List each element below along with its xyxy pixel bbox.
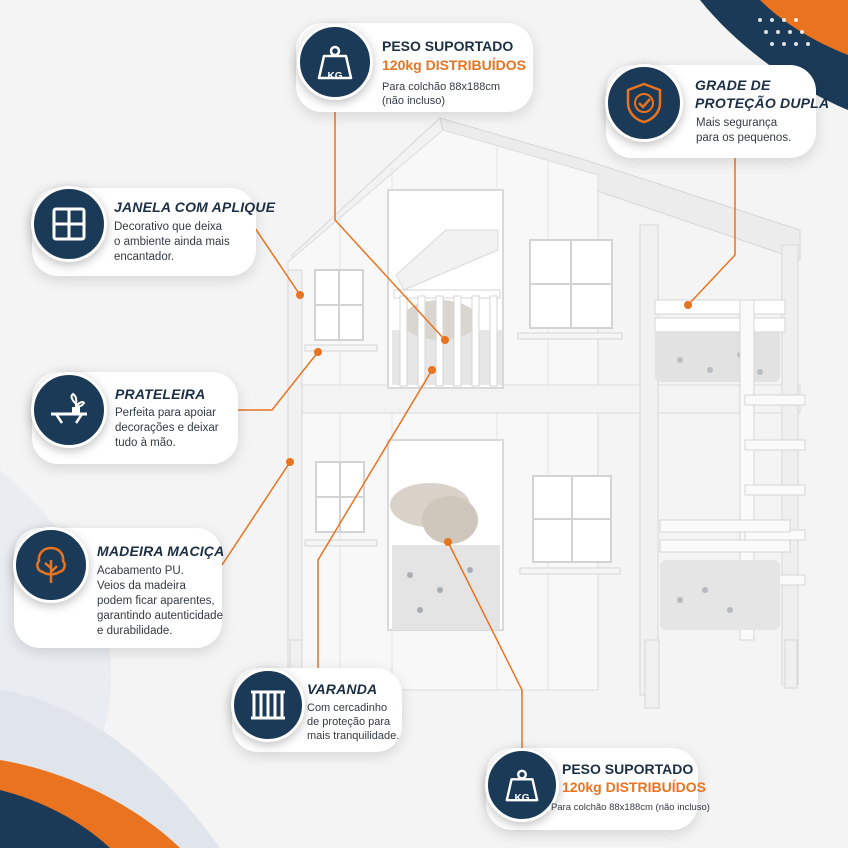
varanda-title: VARANDA: [307, 681, 378, 697]
weight-kg-label-bottom: KG: [514, 793, 530, 804]
shield-check-icon: [605, 64, 683, 142]
madeira-desc-1: Acabamento PU.: [97, 565, 184, 577]
madeira-desc-2: Veios da madeira: [97, 580, 186, 592]
prateleira-desc-1: Perfeita para apoiar: [115, 407, 217, 419]
peso-bottom-title: PESO SUPORTADO: [562, 761, 694, 777]
janela-desc-3: encantador.: [114, 251, 175, 263]
weight-kg-label: KG: [327, 71, 343, 82]
varanda-desc-3: mais tranquilidade.: [307, 730, 400, 742]
grade-desc-1: Mais segurança: [696, 117, 778, 129]
janela-desc-1: Decorativo que deixa: [114, 221, 223, 233]
madeira-desc-4: garantindo autenticidade: [97, 610, 223, 622]
grade-title-1: GRADE DE: [695, 77, 771, 93]
madeira-desc-5: e durabilidade.: [97, 625, 173, 637]
window-icon: [31, 186, 107, 262]
prateleira-desc-2: decorações e deixar: [115, 422, 219, 434]
prateleira-title: PRATELEIRA: [115, 386, 206, 402]
peso-bottom-highlight: 120kg DISTRIBUÍDOS: [562, 779, 706, 795]
peso-top-title: PESO SUPORTADO: [382, 38, 514, 54]
madeira-title: MADEIRA MACIÇA: [97, 543, 225, 559]
grade-title-2: PROTEÇÃO DUPLA: [695, 95, 830, 111]
weight-kg-icon-bottom: KG: [485, 748, 559, 822]
janela-desc-2: o ambiente ainda mais: [114, 236, 230, 248]
prateleira-desc-3: tudo à mão.: [115, 437, 176, 449]
varanda-desc-2: de proteção para: [307, 716, 391, 728]
peso-bottom-desc: Para colchão 88x188cm (não incluso): [551, 802, 710, 813]
shelf-plant-icon: [31, 372, 107, 448]
varanda-desc-1: Com cercadinho: [307, 702, 388, 714]
madeira-desc-3: podem ficar aparentes,: [97, 595, 215, 607]
peso-top-highlight: 120kg DISTRIBUÍDOS: [382, 57, 526, 73]
peso-top-desc-2: (não incluso): [382, 95, 445, 107]
tree-icon: [13, 527, 89, 603]
peso-top-desc-1: Para colchão 88x188cm: [382, 81, 501, 93]
weight-kg-icon: KG: [297, 24, 373, 100]
grade-desc-2: para os pequenos.: [696, 132, 792, 144]
railing-icon: [231, 668, 305, 742]
janela-title: JANELA COM APLIQUE: [114, 199, 276, 215]
